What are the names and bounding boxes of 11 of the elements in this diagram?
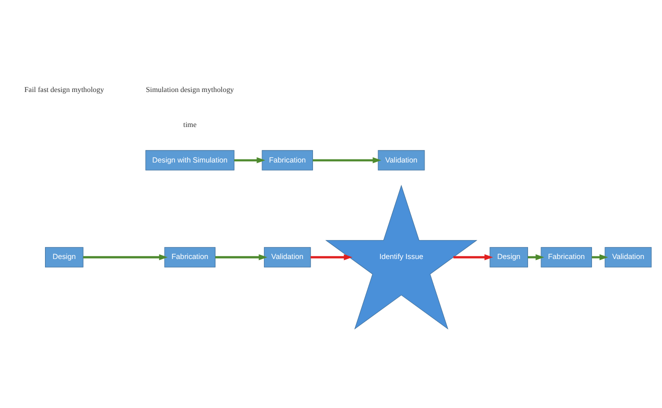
arrow: [234, 156, 266, 163]
label: Fail fast design mythology: [24, 84, 104, 94]
arrow: [453, 254, 494, 260]
arrow: [312, 156, 382, 163]
arrow: [83, 254, 168, 260]
arrow: [310, 254, 352, 260]
arrow: [592, 254, 608, 260]
label: time: [183, 120, 197, 129]
arrow: [528, 254, 544, 260]
label: Simulation design mythology: [146, 84, 234, 94]
arrow: [215, 254, 268, 260]
